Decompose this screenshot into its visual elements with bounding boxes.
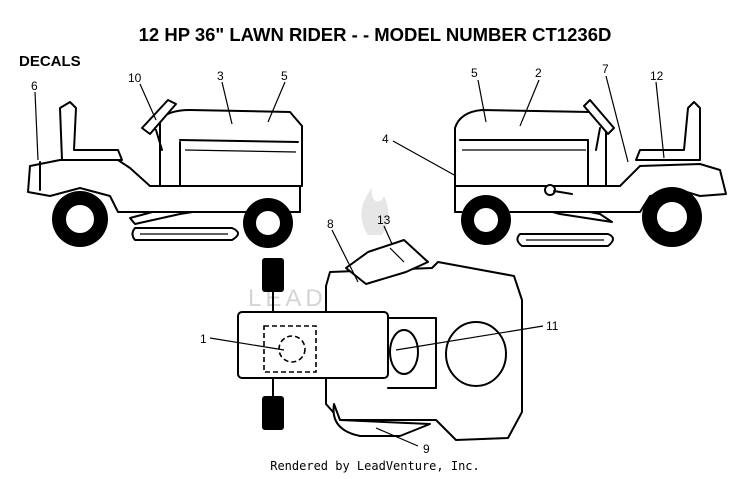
callout-6: 6 bbox=[31, 79, 38, 93]
callout-1: 1 bbox=[200, 332, 207, 346]
callout-8: 8 bbox=[327, 217, 334, 231]
section-label: DECALS bbox=[19, 53, 81, 70]
callout-4: 4 bbox=[382, 132, 389, 146]
left-side-view bbox=[27, 99, 303, 248]
leader-lines bbox=[34, 75, 665, 447]
footer-credit: Rendered by LeadVenture, Inc. bbox=[270, 459, 480, 473]
callout-5-right: 5 bbox=[471, 66, 478, 80]
right-side-view bbox=[454, 99, 727, 247]
callout-7: 7 bbox=[602, 62, 609, 76]
callout-2: 2 bbox=[535, 66, 542, 80]
diagram-title: 12 HP 36" LAWN RIDER - - MODEL NUMBER CT… bbox=[138, 24, 612, 45]
callout-numbers: 1 2 3 4 5 5 6 7 8 9 10 11 12 13 bbox=[31, 62, 664, 456]
callout-10: 10 bbox=[128, 71, 142, 85]
callout-11: 11 bbox=[546, 319, 559, 333]
callout-9: 9 bbox=[423, 442, 430, 456]
top-view bbox=[237, 239, 523, 441]
callout-12: 12 bbox=[650, 69, 664, 83]
callout-3: 3 bbox=[217, 69, 224, 83]
callout-5-left: 5 bbox=[281, 69, 288, 83]
callout-13: 13 bbox=[377, 213, 391, 227]
